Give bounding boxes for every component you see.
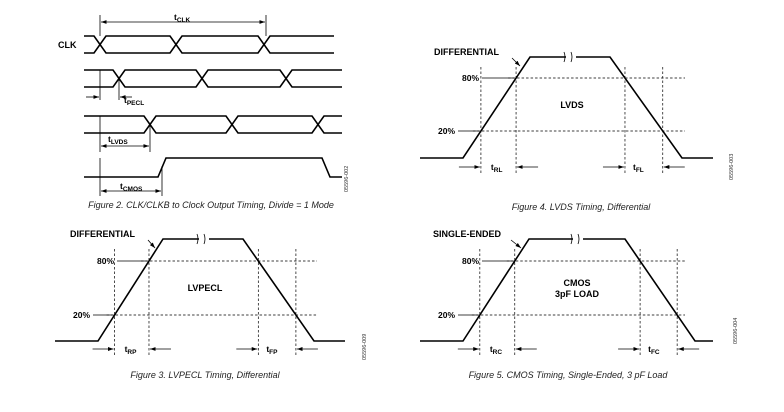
t-cmos-label: tCMOS [120, 181, 143, 193]
waveform-break-mark [196, 233, 206, 245]
load-label: 3pF LOAD [555, 289, 599, 299]
signal-type-label: SINGLE-ENDED [433, 229, 502, 239]
pecl-waveform [84, 69, 342, 88]
t-lvds-label: tLVDS [108, 134, 128, 146]
side-code: 05596-003 [729, 154, 735, 180]
fall-time-label: tFC [648, 344, 660, 356]
figure-3-lvpecl-timing: 80% 20% DIFFERENTIAL LVPECL tRP tFP 05596-009F… [55, 229, 368, 380]
signal-waveform [420, 56, 713, 159]
clk-waveform [84, 35, 334, 54]
figure-caption: Figure 3. LVPECL Timing, Differential [130, 370, 280, 380]
rise-time-label: tRP [125, 344, 138, 356]
label-80-percent: 80% [462, 73, 479, 83]
fall-time-label: tFL [633, 162, 644, 174]
figure-2-clock-output-timing: CLK tCLK tPECL tLVDS [58, 12, 350, 210]
label-80-percent: 80% [97, 256, 114, 266]
waveform-break-mark [570, 233, 580, 245]
t-clk-label: tCLK [174, 12, 191, 24]
figure-caption: Figure 2. CLK/CLKB to Clock Output Timin… [88, 200, 334, 210]
signal-waveform [55, 238, 345, 342]
label-20-percent: 20% [438, 310, 455, 320]
rise-time-label: tRL [491, 162, 503, 174]
t-pecl-label: tPECL [124, 95, 144, 107]
cmos-waveform [84, 157, 342, 178]
standard-label: CMOS [564, 278, 591, 288]
fall-time-label: tFP [266, 344, 278, 356]
side-code: 05596-009 [362, 334, 368, 360]
signal-waveform [420, 238, 713, 342]
label-80-percent: 80% [462, 256, 479, 266]
signal-type-label: DIFFERENTIAL [434, 47, 499, 57]
waveform-break-mark [563, 51, 573, 63]
rise-time-label: tRC [490, 344, 503, 356]
figure-4-lvds-timing: 80% 20% DIFFERENTIAL LVDS tRL tFL 05596-003Fig… [420, 47, 735, 212]
side-code: 05596-002 [344, 166, 350, 192]
lvds-waveform [84, 115, 342, 134]
label-20-percent: 20% [438, 126, 455, 136]
figure-caption: Figure 4. LVDS Timing, Differential [512, 202, 651, 212]
standard-label: LVPECL [188, 283, 223, 293]
signal-type-label: DIFFERENTIAL [70, 229, 135, 239]
clk-label: CLK [58, 40, 77, 50]
standard-label: LVDS [560, 100, 583, 110]
figure-caption: Figure 5. CMOS Timing, Single-Ended, 3 p… [469, 370, 669, 380]
side-code: 05596-004 [733, 318, 739, 344]
label-20-percent: 20% [73, 310, 90, 320]
